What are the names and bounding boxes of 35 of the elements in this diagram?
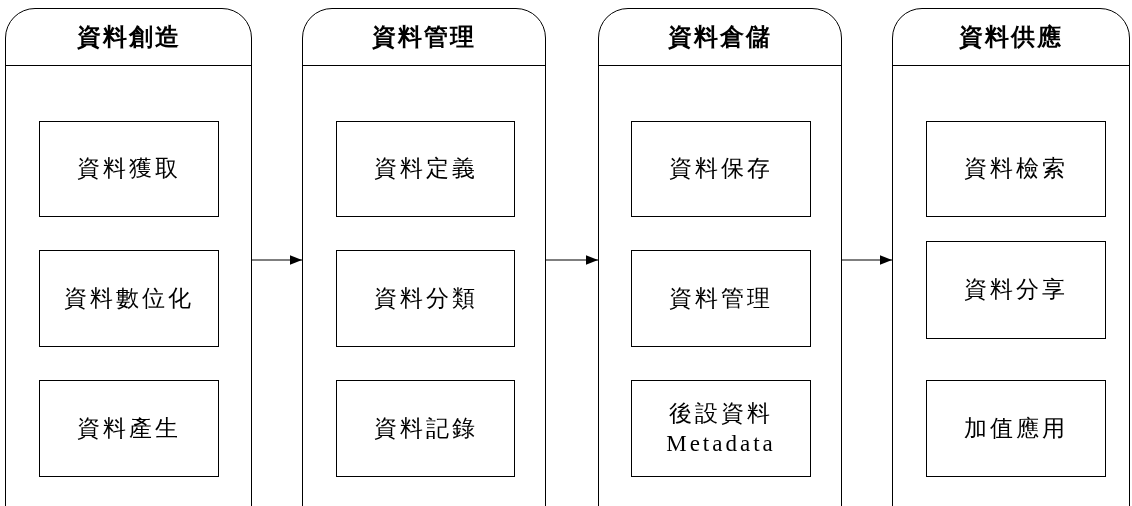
process-box xyxy=(631,250,811,347)
process-box xyxy=(39,380,219,477)
process-box xyxy=(39,121,219,217)
process-label: 資料數位化 xyxy=(64,284,194,313)
process-label: 加值應用 xyxy=(964,414,1068,443)
process-label: 資料獲取 xyxy=(77,155,181,183)
stage-panel xyxy=(892,8,1130,506)
stage-heading: 資料倉儲 xyxy=(668,23,772,52)
process-label: 資料檢索 xyxy=(964,155,1068,183)
arrow xyxy=(841,255,893,265)
stage-heading: 資料供應 xyxy=(959,23,1063,52)
process-box xyxy=(336,121,515,217)
arrow xyxy=(545,255,599,265)
process-label: 後設資料 Metadata xyxy=(665,399,777,458)
process-box xyxy=(336,250,515,347)
process-label: 資料分類 xyxy=(373,284,478,313)
process-box xyxy=(336,380,515,477)
process-label: 資料定義 xyxy=(373,155,478,183)
process-label: 資料分享 xyxy=(964,276,1068,304)
process-label: 資料保存 xyxy=(669,155,773,183)
stage-heading: 資料創造 xyxy=(76,23,181,52)
process-box xyxy=(631,121,811,217)
stage-panel xyxy=(598,8,842,506)
process-box xyxy=(926,241,1106,339)
process-label: 資料產生 xyxy=(77,414,181,443)
process-box xyxy=(926,380,1106,477)
process-box xyxy=(39,250,219,347)
arrow xyxy=(251,255,303,265)
stage-panel xyxy=(302,8,546,506)
process-label: 資料記錄 xyxy=(373,414,478,443)
process-box xyxy=(926,121,1106,217)
stage-panel xyxy=(5,8,252,506)
process-box xyxy=(631,380,811,477)
stage-heading: 資料管理 xyxy=(372,23,476,52)
process-label: 資料管理 xyxy=(669,284,773,313)
